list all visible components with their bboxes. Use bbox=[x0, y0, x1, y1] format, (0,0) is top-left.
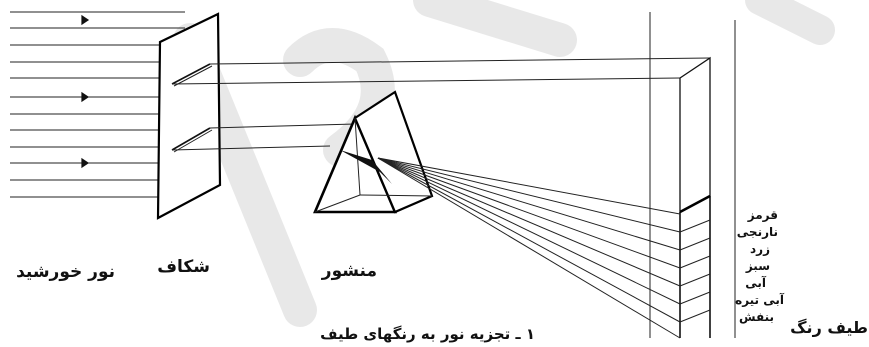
spectrum-color-list: قرمز نارنجی زرد سبز آبی آبی تیره بنفش bbox=[735, 208, 785, 324]
color-label-yellow: زرد bbox=[750, 242, 770, 256]
watermark bbox=[190, 0, 820, 310]
spectrum-label: طیف رنگ bbox=[790, 318, 868, 337]
figure-caption: ۱ ـ تجزیه نور به رنگهای طیف bbox=[320, 325, 535, 343]
prism-label: منشور bbox=[321, 261, 377, 281]
dispersed-rays bbox=[378, 158, 680, 338]
screen-box bbox=[650, 12, 735, 338]
color-label-green: سبز bbox=[745, 259, 770, 273]
sunlight-label: نور خورشید bbox=[16, 262, 115, 282]
color-label-orange: نارنجی bbox=[737, 225, 778, 239]
color-label-blue: آبی bbox=[745, 275, 767, 290]
ray-arrow-icons bbox=[82, 16, 88, 167]
slit-label: شکاف bbox=[157, 257, 210, 277]
color-label-violet: بنفش bbox=[739, 310, 774, 324]
light-beams bbox=[172, 58, 710, 150]
color-label-red: قرمز bbox=[747, 208, 778, 222]
spectrum-bands bbox=[680, 220, 710, 322]
color-label-dark-blue: آبی تیره bbox=[735, 292, 785, 307]
slit-plate bbox=[158, 14, 220, 218]
